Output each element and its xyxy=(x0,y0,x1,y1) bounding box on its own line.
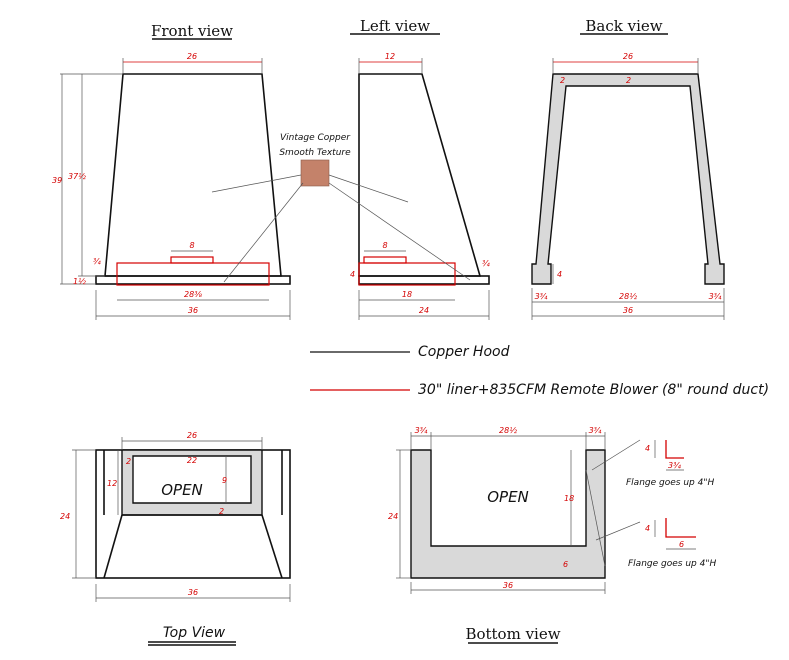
flange-detail-1: 4 3¾ Flange goes up 4"H xyxy=(626,440,714,488)
flange-detail-2: 4 6 Flange goes up 4"H xyxy=(628,518,716,569)
left-band-dim: 4 xyxy=(350,270,355,279)
flange1-note: Flange goes up 4"H xyxy=(626,478,714,488)
left-lip-dim: ¾ xyxy=(482,259,490,268)
front-base-dim: 36 xyxy=(188,306,198,315)
bottom-mid-dim: 28½ xyxy=(499,426,517,435)
flange1-height-dim: 4 xyxy=(645,444,650,453)
front-top-dim: 26 xyxy=(187,52,197,61)
back-left-dim: 3¾ xyxy=(535,292,548,301)
front-liner-dim: 28⅜ xyxy=(184,290,202,299)
flange2-width-dim: 6 xyxy=(679,540,684,549)
back-base-dim: 36 xyxy=(623,306,633,315)
bottom-view: OPEN 3¾ 28½ 3¾ 18 6 24 36 xyxy=(388,426,641,594)
back-view-title: Back view xyxy=(585,17,662,35)
back-view: 26 2 2 4 3¾ 28½ 3¾ 36 xyxy=(531,52,725,320)
left-base-dim: 24 xyxy=(419,306,429,315)
flange2-note: Flange goes up 4"H xyxy=(628,559,716,569)
left-duct-dim: 8 xyxy=(382,241,387,250)
legend: Copper Hood 30" liner+835CFM Remote Blow… xyxy=(310,344,769,398)
bottom-left-dim: 3¾ xyxy=(415,426,428,435)
top-bottom-wall-dim: 2 xyxy=(219,507,224,516)
back-right-dim: 3¾ xyxy=(709,292,722,301)
front-duct-dim: 8 xyxy=(189,241,194,250)
legend-liner-label: 30" liner+835CFM Remote Blower (8" round… xyxy=(418,382,769,398)
back-top-dim: 26 xyxy=(623,52,633,61)
front-lip-dim: ¾ xyxy=(93,257,101,266)
material-line2: Smooth Texture xyxy=(279,148,351,158)
top-open-label: OPEN xyxy=(161,481,203,499)
bottom-open-label: OPEN xyxy=(487,488,529,506)
front-view-title: Front view xyxy=(151,22,233,40)
top-inner-dim: 22 xyxy=(187,456,197,465)
top-base-dim: 36 xyxy=(188,588,198,597)
left-top-dim: 12 xyxy=(385,52,395,61)
back-leg-dim: 4 xyxy=(557,270,562,279)
back-wall-top-dim: 2 xyxy=(626,76,631,85)
flange2-profile xyxy=(665,518,696,538)
bottom-full-depth-dim: 24 xyxy=(388,512,398,521)
front-view: 26 39 37½ ¾ 1½ 8 28⅜ 36 xyxy=(52,52,291,320)
front-band-dim: 1½ xyxy=(73,277,86,286)
bottom-depth-dim: 18 xyxy=(564,494,574,503)
flange1-width-dim: 3¾ xyxy=(668,461,681,470)
top-wall-dim: 2 xyxy=(126,457,131,466)
legend-hood-label: Copper Hood xyxy=(418,344,510,360)
top-view-title: Top View xyxy=(163,625,226,641)
bottom-view-title: Bottom view xyxy=(465,625,560,643)
back-wall-left-dim: 2 xyxy=(560,76,565,85)
left-view-title: Left view xyxy=(360,17,430,35)
bottom-base-dim: 36 xyxy=(503,581,513,590)
top-depth-dim: 12 xyxy=(107,479,117,488)
left-view: 12 8 4 ¾ 18 24 xyxy=(350,52,490,320)
material-callout: Vintage Copper Smooth Texture xyxy=(211,133,471,283)
top-view: OPEN 26 22 2 12 9 2 24 36 xyxy=(60,431,291,602)
top-width-dim: 26 xyxy=(187,431,197,440)
bottom-right-dim: 3¾ xyxy=(589,426,602,435)
bottom-wall-dim: 6 xyxy=(563,560,568,569)
back-mid-dim: 28½ xyxy=(619,292,637,301)
front-height-dim: 39 xyxy=(52,176,62,185)
copper-swatch xyxy=(300,159,330,187)
flange1-profile xyxy=(665,440,684,459)
front-height2-dim: 37½ xyxy=(68,172,86,181)
flange2-height-dim: 4 xyxy=(645,524,650,533)
material-line1: Vintage Copper xyxy=(280,133,351,143)
top-inner-depth-dim: 9 xyxy=(222,476,227,485)
top-full-depth-dim: 24 xyxy=(60,512,70,521)
left-liner-dim: 18 xyxy=(402,290,412,299)
